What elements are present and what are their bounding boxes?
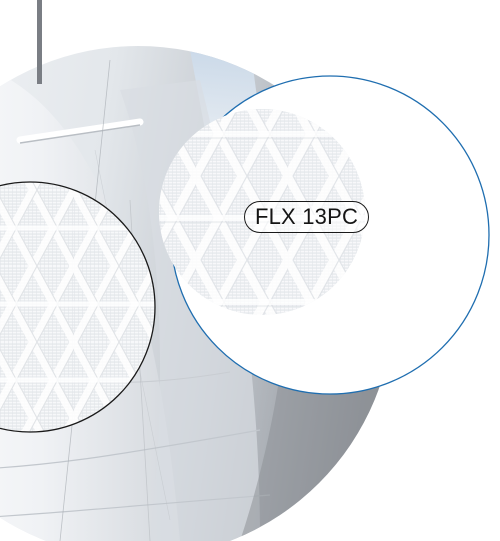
- pointer-bar: [37, 0, 42, 84]
- fabric-magnifier-left: [0, 181, 156, 433]
- product-label: FLX 13PC: [244, 201, 369, 233]
